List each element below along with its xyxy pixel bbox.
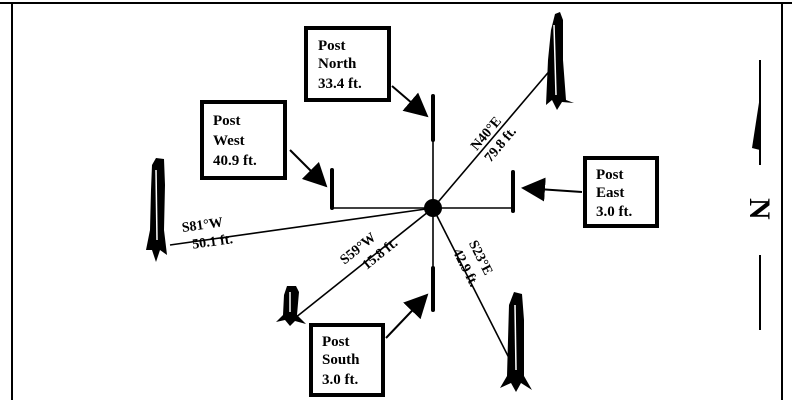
post-east-title: Post — [596, 167, 624, 183]
post-west-distance: 40.9 ft. — [213, 153, 257, 169]
post-north-distance: 33.4 ft. — [318, 76, 362, 92]
label-post-east: Post East 3.0 ft. — [583, 156, 659, 228]
north-letter: N — [743, 198, 776, 220]
tree-stump-icon — [146, 158, 167, 262]
pointer-arrows — [289, 85, 583, 339]
line-w — [169, 207, 434, 246]
post-south-distance: 3.0 ft. — [322, 372, 358, 388]
pointer-arrow-icon — [289, 149, 328, 188]
post-south-name: South — [322, 352, 360, 368]
line-ne — [432, 67, 553, 209]
pointer-arrow-icon — [391, 85, 429, 118]
north-arrow: N — [743, 60, 776, 330]
pointer-arrow-icon — [521, 177, 583, 202]
bearing-w: S81°W 50.1 ft. — [181, 215, 234, 253]
post-north-name: North — [318, 56, 357, 72]
measurement-lines — [169, 67, 553, 361]
pointer-arrow-icon — [385, 293, 429, 339]
post-south-title: Post — [322, 334, 350, 350]
post-east-name: East — [596, 185, 624, 201]
tree-stumps — [146, 12, 574, 392]
post-west-title: Post — [213, 113, 241, 129]
bearing-w-distance: 50.1 ft. — [191, 232, 234, 253]
line-se — [432, 207, 511, 361]
bearing-sw: S59°W 15.8 ft. — [338, 230, 401, 273]
center-point-icon — [424, 199, 442, 217]
line-sw — [294, 207, 434, 319]
post-east-distance: 3.0 ft. — [596, 204, 632, 220]
post-north-title: Post — [318, 38, 346, 54]
north-arrow-head-icon — [752, 96, 760, 150]
post-markers — [330, 94, 515, 312]
label-post-west: Post West 40.9 ft. — [200, 100, 287, 180]
tree-stump-icon — [546, 12, 574, 110]
label-post-north: Post North 33.4 ft. — [304, 26, 391, 102]
tree-stump-icon — [276, 286, 306, 326]
bearing-se: S23°E 42.9 ft. — [449, 238, 495, 289]
bearing-w-direction: S81°W — [181, 215, 224, 236]
tree-stump-icon — [500, 292, 532, 392]
post-west-name: West — [213, 133, 245, 149]
label-post-south: Post South 3.0 ft. — [309, 323, 385, 397]
